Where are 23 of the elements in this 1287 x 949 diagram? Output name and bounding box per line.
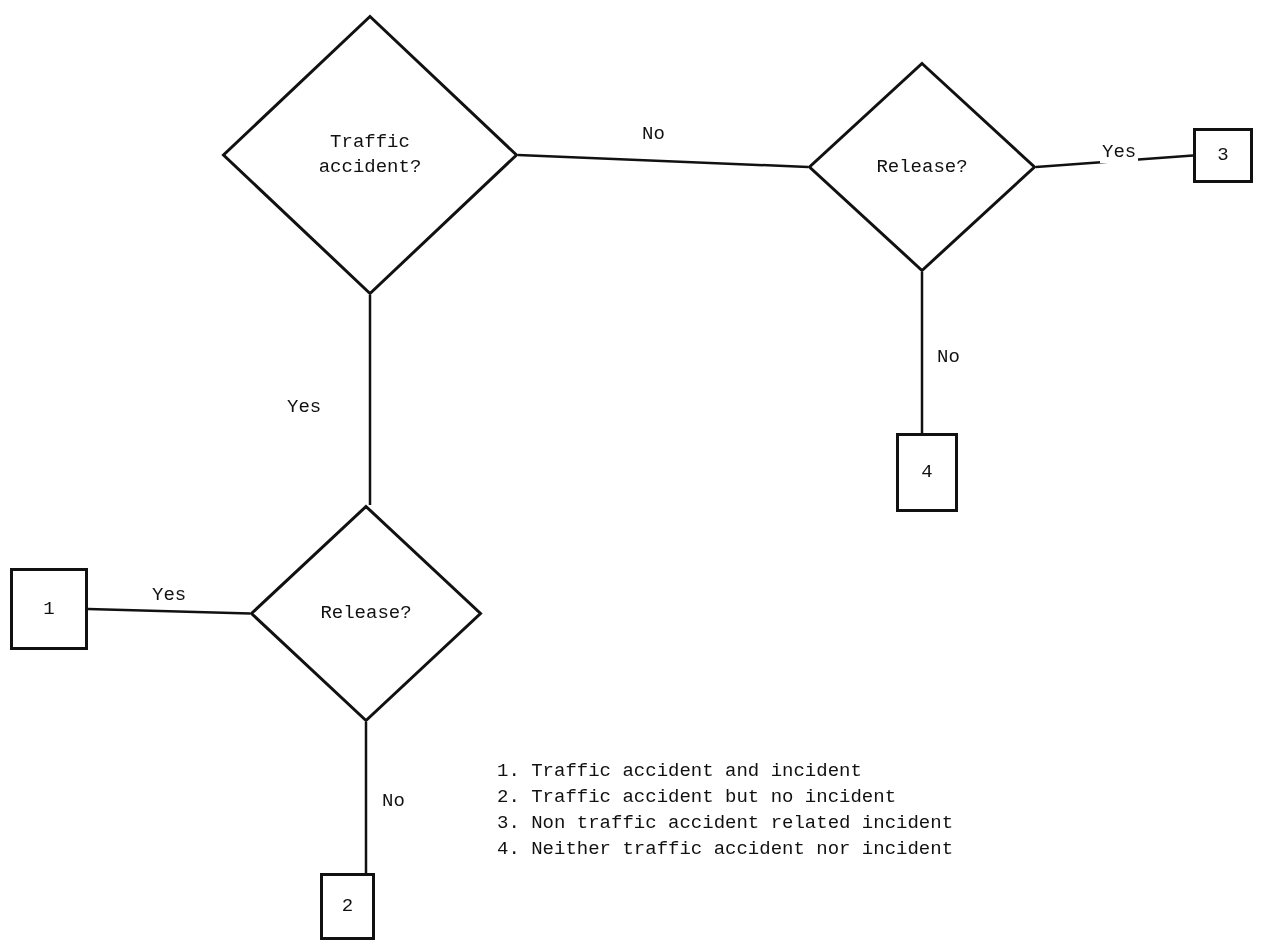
- connector-line: [368, 295, 372, 505]
- outcome-box: [896, 433, 958, 512]
- legend-note: 3. Non traffic accident related incident: [497, 811, 954, 836]
- legend-note: 2. Traffic accident but no incident: [497, 785, 898, 810]
- outcome-box: [1193, 128, 1253, 183]
- decision-diamond: [222, 15, 518, 295]
- decision-text: Release?: [876, 154, 968, 180]
- outcome-box: [10, 568, 88, 650]
- outcome-box: [320, 873, 375, 940]
- connector-line: [364, 722, 368, 873]
- outcome-number: 4: [921, 460, 933, 485]
- legend-note: 1. Traffic accident and incident: [497, 759, 863, 784]
- decision-text: Release?: [320, 601, 412, 626]
- legend-note: 4. Neither traffic accident nor incident: [497, 837, 954, 862]
- connector-line: [87, 607, 251, 615]
- decision-diamond: [250, 505, 482, 722]
- outcome-number: 2: [341, 894, 354, 919]
- outcome-number: 3: [1217, 143, 1229, 168]
- decision-diamond: [808, 62, 1036, 272]
- connector-line: [920, 272, 924, 433]
- decision-text: Traffic accident?: [317, 130, 423, 180]
- connector-line: [517, 153, 809, 169]
- outcome-number: 1: [43, 596, 55, 622]
